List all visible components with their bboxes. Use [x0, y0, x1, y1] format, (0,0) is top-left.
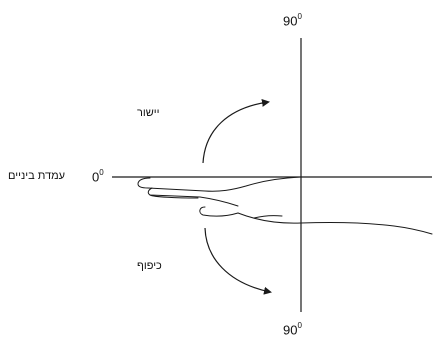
flexion-arrow: [204, 227, 272, 295]
extension-arrow: [202, 98, 270, 164]
bottom-angle-label: 900: [283, 321, 302, 338]
top-angle-degree: 0: [297, 12, 302, 21]
flexion-label: כיפוף: [137, 260, 162, 272]
neutral-position-label: עמדת ביניים: [8, 170, 66, 182]
top-angle-label: 900: [283, 12, 302, 29]
extension-label: יישור: [137, 107, 160, 119]
top-angle-value: 90: [283, 13, 298, 29]
hand-outline: [137, 176, 433, 235]
bottom-angle-degree: 0: [297, 321, 302, 330]
bottom-angle-value: 90: [283, 322, 298, 338]
neutral-angle-value: 0: [92, 169, 100, 185]
neutral-angle-degree: 0: [99, 168, 104, 177]
neutral-angle-label: 00: [92, 168, 104, 185]
